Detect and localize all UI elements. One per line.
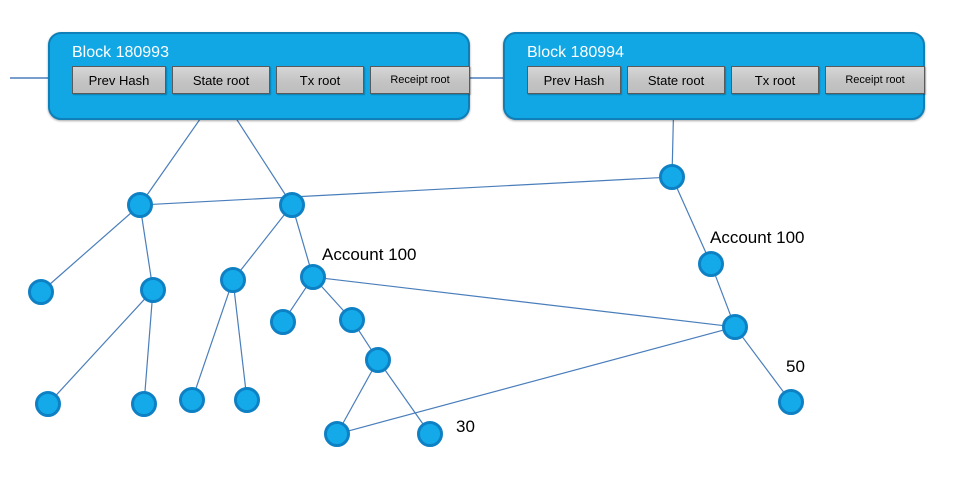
annotation-value-30: 30	[456, 417, 475, 436]
edge-n-l-i-to-n-l-o	[383, 368, 425, 426]
annotation-account-100-left: Account 100	[322, 245, 417, 264]
trie-node-n-l-k[interactable]	[131, 391, 157, 417]
trie-node-n-l-d[interactable]	[140, 277, 166, 303]
edge-n-l-e-to-n-l-l	[194, 290, 231, 390]
trie-node-n-r-d[interactable]	[778, 389, 804, 415]
trie-node-n-l-e[interactable]	[220, 267, 246, 293]
trie-node-n-r-c[interactable]	[722, 314, 748, 340]
trie-node-n-l-f[interactable]	[300, 264, 326, 290]
field-tx-root[interactable]: Tx root	[731, 66, 819, 94]
annotation-account-100-right: Account 100	[710, 228, 805, 247]
field-prev-hash[interactable]: Prev Hash	[527, 66, 621, 94]
edge-n-l-b-to-n-l-e	[239, 213, 286, 272]
block-title: Block 180994	[527, 44, 624, 61]
edge-n-l-d-to-n-l-k	[144, 300, 153, 394]
edge-n-l-a-to-n-l-d	[141, 215, 152, 280]
block-title: Block 180993	[72, 44, 169, 61]
edge-n-l-f-to-n-l-g	[288, 285, 308, 314]
field-receipt-root[interactable]: Receipt root	[370, 66, 470, 94]
trie-node-n-l-c[interactable]	[28, 279, 54, 305]
trie-node-n-r-a[interactable]	[659, 164, 685, 190]
trie-node-n-l-g[interactable]	[270, 309, 296, 335]
edge-n-l-b-to-n-l-f	[294, 215, 311, 267]
edge-n-l-e-to-n-l-m	[233, 290, 247, 390]
field-tx-root[interactable]: Tx root	[276, 66, 364, 94]
annotation-value-50: 50	[786, 357, 805, 376]
edge-n-l-i-to-n-l-n	[341, 369, 374, 425]
field-state-root[interactable]: State root	[627, 66, 725, 94]
edge-n-l-d-to-n-l-j	[55, 297, 146, 397]
edge-n-l-f-to-n-l-h	[319, 284, 346, 313]
block-card-180994[interactable]: Block 180994 Prev Hash State root Tx roo…	[503, 32, 925, 120]
field-state-root[interactable]: State root	[172, 66, 270, 94]
edge-n-r-b-to-n-r-c	[714, 274, 732, 317]
trie-node-n-l-n[interactable]	[324, 421, 350, 447]
block-field-row: Prev Hash State root Tx root Receipt roo…	[72, 66, 470, 94]
edge-n-r-a-to-n-l-a	[150, 176, 662, 206]
trie-node-n-l-o[interactable]	[417, 421, 443, 447]
edge-n-l-h-to-n-l-i	[357, 328, 373, 352]
trie-node-n-l-i[interactable]	[365, 347, 391, 373]
trie-node-n-r-b[interactable]	[698, 251, 724, 277]
trie-node-n-l-h[interactable]	[339, 307, 365, 333]
edge-n-r-a-to-n-r-b	[675, 186, 708, 255]
trie-node-n-l-l[interactable]	[179, 387, 205, 413]
field-prev-hash[interactable]: Prev Hash	[72, 66, 166, 94]
edge-n-r-c-to-n-l-f	[323, 277, 725, 327]
edge-n-r-c-to-n-l-n	[347, 329, 725, 432]
trie-node-n-l-m[interactable]	[234, 387, 260, 413]
edge-n-r-c-to-n-r-d	[741, 335, 785, 394]
trie-node-n-l-a[interactable]	[127, 192, 153, 218]
block-field-row: Prev Hash State root Tx root Receipt roo…	[527, 66, 925, 94]
trie-node-n-l-b[interactable]	[279, 192, 305, 218]
block-card-180993[interactable]: Block 180993 Prev Hash State root Tx roo…	[48, 32, 470, 120]
field-receipt-root[interactable]: Receipt root	[825, 66, 925, 94]
trie-node-n-l-j[interactable]	[35, 391, 61, 417]
edge-n-l-a-to-n-l-c	[48, 211, 133, 286]
